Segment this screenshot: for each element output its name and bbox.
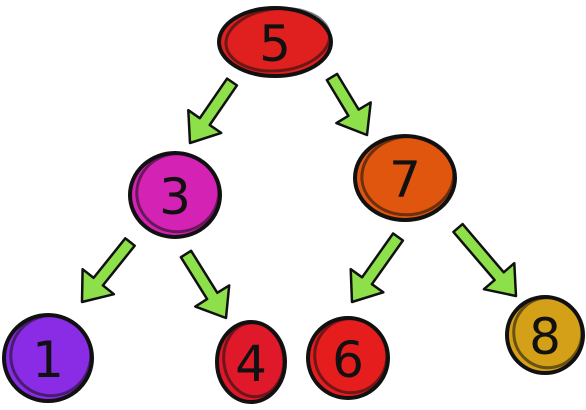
node-label: 1 — [32, 331, 64, 389]
arrow-n3-to-n4 — [179, 249, 231, 320]
arrow-n5-to-n7 — [325, 72, 372, 137]
node-label: 4 — [235, 335, 267, 393]
node-scribble — [224, 6, 332, 73]
node-scribble — [360, 135, 456, 217]
tree-node-4: 4 — [215, 320, 287, 404]
node-scribble — [222, 321, 286, 399]
arrow-n7-to-n6 — [349, 232, 405, 304]
tree-node-7: 7 — [353, 134, 457, 222]
tree-node-1: 1 — [2, 313, 94, 403]
node-scribble — [9, 314, 93, 398]
node-scribble — [512, 296, 584, 370]
node-label: 7 — [389, 151, 421, 209]
tree-node-5: 5 — [217, 6, 333, 78]
node-scribble — [313, 317, 389, 395]
tree-node-3: 3 — [128, 151, 222, 239]
node-scribble — [135, 152, 221, 234]
node-label: 8 — [529, 308, 561, 366]
arrow-n3-to-n1 — [80, 237, 136, 304]
node-label: 5 — [259, 15, 291, 73]
tree-node-6: 6 — [306, 316, 390, 400]
arrow-n7-to-n8 — [452, 222, 518, 298]
node-label: 6 — [332, 331, 364, 389]
node-label: 3 — [159, 168, 191, 226]
tree-node-8: 8 — [505, 295, 585, 375]
edges — [80, 72, 518, 320]
arrow-n5-to-n3 — [187, 77, 239, 145]
